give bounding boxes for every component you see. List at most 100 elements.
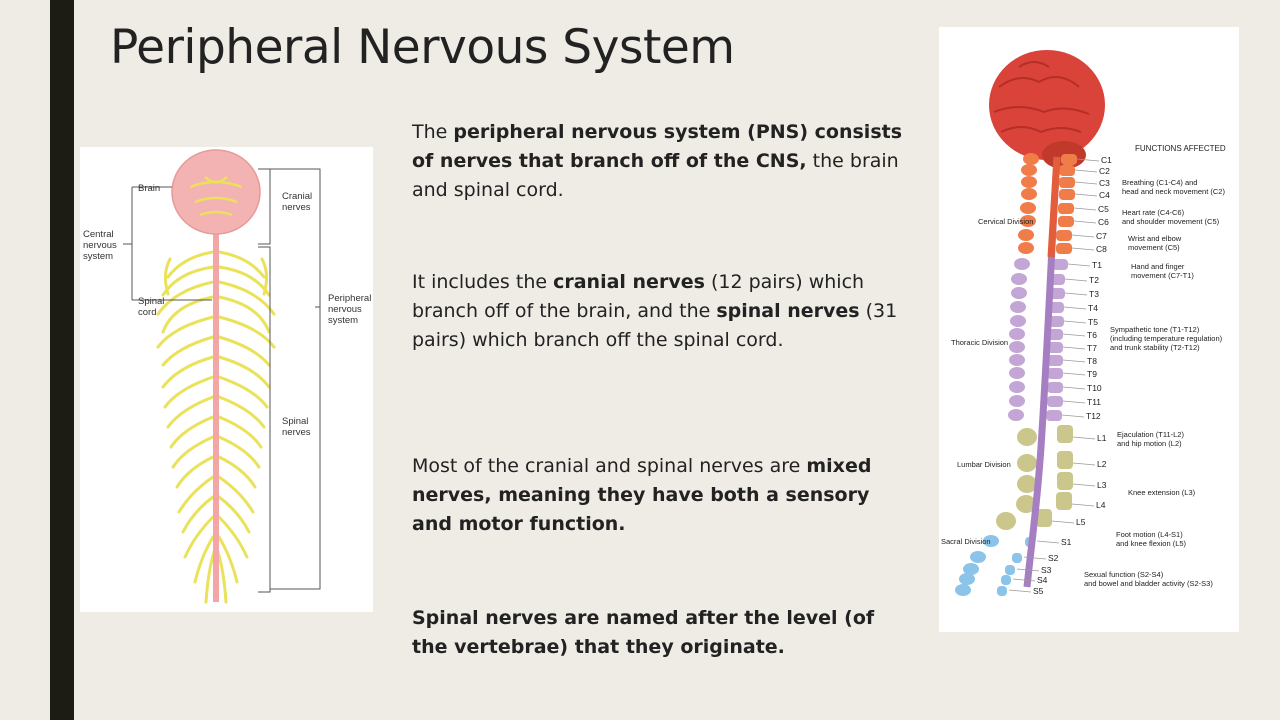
label-brackets — [123, 168, 321, 593]
accent-bar — [50, 0, 74, 720]
level-label-s5: S5 — [1033, 586, 1044, 596]
level-leader-t4 — [1063, 306, 1087, 310]
vertebral-body-c3 — [1021, 176, 1037, 188]
vertebra-l5 — [1036, 509, 1052, 527]
vertebral-body-t12 — [1008, 409, 1024, 421]
level-label-c4: C4 — [1099, 190, 1110, 200]
level-label-c8: C8 — [1096, 244, 1107, 254]
level-label-t8: T8 — [1087, 356, 1097, 366]
level-label-t10: T10 — [1087, 383, 1102, 393]
label-central-1: Central — [83, 229, 114, 240]
label-spinal-cord-2: cord — [138, 307, 156, 318]
level-leader-c8 — [1071, 247, 1095, 251]
level-label-s4: S4 — [1037, 575, 1048, 585]
vertebral-body-l2 — [1017, 454, 1037, 472]
vertebral-body-s5 — [955, 584, 971, 596]
level-leader-t12 — [1061, 414, 1085, 418]
function-1a: Breathing (C1-C4) and — [1122, 178, 1197, 187]
vertebra-l1 — [1057, 425, 1073, 443]
vertebral-body-c1 — [1023, 153, 1039, 165]
level-label-l1: L1 — [1097, 433, 1107, 443]
paragraph-pns-definition: The peripheral nervous system (PNS) cons… — [412, 121, 903, 201]
paragraph-mixed-nerves: Most of the cranial and spinal nerves ar… — [412, 455, 872, 535]
functions-header: FUNCTIONS AFFECTED — [1135, 144, 1226, 153]
level-leader-t10 — [1062, 386, 1086, 390]
spinal-levels-illustration: C1C2C3C4C5C6C7C8T1T2T3T4T5T6T7T8T9T10T11… — [941, 50, 1226, 596]
level-leader-l4 — [1071, 503, 1095, 507]
level-leader-c6 — [1073, 220, 1097, 224]
function-5a: Sympathetic tone (T1-T12) — [1110, 325, 1200, 334]
vertebral-body-t3 — [1011, 287, 1027, 299]
vertebral-body-l4 — [1016, 495, 1036, 513]
label-cranial-2: nerves — [282, 202, 311, 213]
division-thoracic: Thoracic Division — [951, 338, 1008, 347]
level-label-t11: T11 — [1087, 397, 1101, 407]
level-label-t7: T7 — [1087, 343, 1097, 353]
level-label-c6: C6 — [1098, 217, 1109, 227]
function-3a: Wrist and elbow — [1128, 234, 1182, 243]
level-leader-t2 — [1064, 278, 1088, 282]
level-leader-c4 — [1074, 193, 1098, 197]
label-central-2: nervous — [83, 240, 117, 251]
vertebral-body-c7 — [1018, 229, 1034, 241]
level-label-t6: T6 — [1087, 330, 1097, 340]
level-label-t9: T9 — [1087, 369, 1097, 379]
vertebra-c3 — [1059, 177, 1075, 188]
vertebra-c2 — [1059, 165, 1075, 176]
vertebra-t8 — [1047, 355, 1063, 366]
label-cranial-1: Cranial — [282, 191, 312, 202]
paragraph-nerve-types: It includes the cranial nerves (12 pairs… — [412, 271, 898, 351]
level-leader-t6 — [1062, 333, 1086, 337]
level-leader-c3 — [1074, 181, 1098, 185]
vertebral-body-t2 — [1011, 273, 1027, 285]
cranial-nerves-drawing — [189, 176, 243, 217]
function-8b: and knee flexion (L5) — [1116, 539, 1187, 548]
vertebral-body-t10 — [1009, 381, 1025, 393]
label-spinal-nerves-2: nerves — [282, 427, 311, 438]
vertebral-body-l1 — [1017, 428, 1037, 446]
level-label-l3: L3 — [1097, 480, 1107, 490]
vertebral-body-s2 — [970, 551, 986, 563]
function-5b: (including temperature regulation) — [1110, 334, 1223, 343]
level-leader-t9 — [1062, 372, 1086, 376]
vertebral-body-t9 — [1009, 367, 1025, 379]
label-central-3: system — [83, 251, 113, 262]
vertebra-l4 — [1056, 492, 1072, 510]
level-leader-c5 — [1073, 207, 1097, 211]
level-leader-t3 — [1064, 292, 1088, 296]
level-leader-t8 — [1062, 359, 1086, 363]
vertebral-body-t5 — [1010, 315, 1026, 327]
vertebral-body-c8 — [1018, 242, 1034, 254]
vertebral-body-t6 — [1009, 328, 1025, 340]
vertebra-t9 — [1047, 368, 1063, 379]
paragraph-spinal-naming: Spinal nerves are named after the level … — [412, 607, 875, 658]
function-6a: Ejaculation (T11-L2) — [1117, 430, 1184, 439]
function-7a: Knee extension (L3) — [1128, 488, 1196, 497]
function-5c: and trunk stability (T2-T12) — [1110, 343, 1200, 352]
vertebral-body-t7 — [1009, 341, 1025, 353]
vertebra-c8 — [1056, 243, 1072, 254]
level-leader-t11 — [1062, 400, 1086, 404]
level-label-c3: C3 — [1099, 178, 1110, 188]
vertebra-t10 — [1047, 382, 1063, 393]
function-9b: and bowel and bladder activity (S2-S3) — [1084, 579, 1213, 588]
level-label-l4: L4 — [1096, 500, 1106, 510]
level-label-c5: C5 — [1098, 204, 1109, 214]
vertebra-c1 — [1061, 154, 1077, 165]
level-labels: C1C2C3C4C5C6C7C8T1T2T3T4T5T6T7T8T9T10T11… — [1008, 155, 1112, 596]
function-4a: Hand and finger — [1131, 262, 1185, 271]
level-leader-l1 — [1072, 436, 1096, 440]
division-sacral: Sacral Division — [941, 537, 991, 546]
level-label-t2: T2 — [1089, 275, 1099, 285]
vertebral-body-l5 — [996, 512, 1016, 530]
function-4b: movement (C7-T1) — [1131, 271, 1194, 280]
level-label-c1: C1 — [1101, 155, 1112, 165]
vertebra-t5 — [1048, 316, 1064, 327]
vertebral-body-c5 — [1020, 202, 1036, 214]
level-leader-t1 — [1067, 263, 1091, 267]
vertebra-s5 — [997, 586, 1007, 596]
level-leader-s3 — [1016, 568, 1040, 572]
function-8a: Foot motion (L4-S1) — [1116, 530, 1183, 539]
slide-title: Peripheral Nervous System — [110, 20, 735, 75]
level-label-s2: S2 — [1048, 553, 1059, 563]
